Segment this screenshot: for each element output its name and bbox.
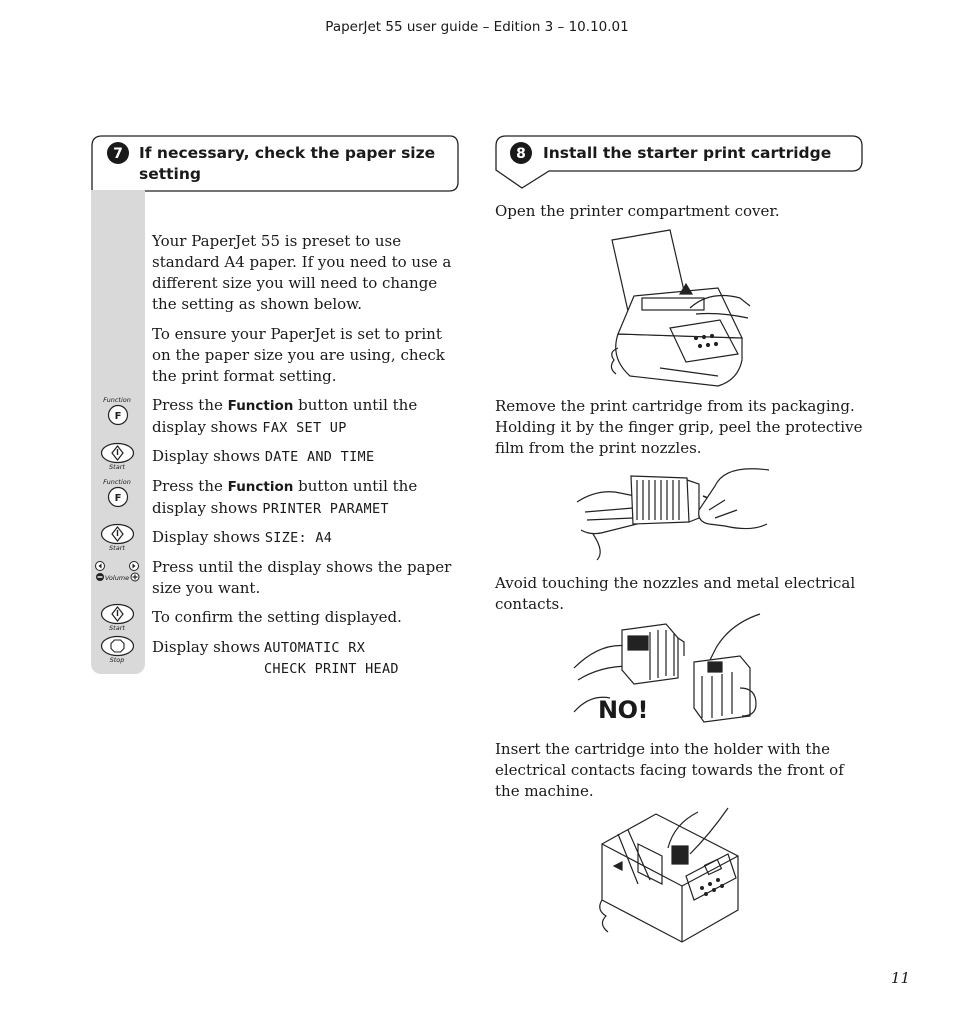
insert-cartridge-illustration — [599, 807, 739, 943]
function-button-icon[interactable]: F — [107, 404, 129, 426]
step8-heading-box — [495, 135, 863, 189]
instruction-row-7-label: Display shows — [152, 638, 261, 656]
button-sidebar — [91, 190, 145, 674]
function-label: Function — [103, 478, 131, 486]
step7-number-badge: 7 — [107, 142, 129, 164]
start-label: Start — [109, 544, 125, 552]
instruction-row-5: Press until the display shows the paper … — [152, 558, 452, 597]
start-button-icon[interactable] — [100, 603, 135, 625]
step8-paragraph-4: Insert the cartridge into the holder wit… — [495, 740, 844, 800]
stop-label: Stop — [109, 656, 125, 664]
no-warning-label: NO! — [598, 696, 648, 724]
instruction-row-6: To confirm the setting displayed. — [152, 608, 402, 626]
step8-paragraph-1: Open the printer compartment cover. — [495, 202, 780, 220]
page-header: PaperJet 55 user guide – Edition 3 – 10.… — [325, 19, 629, 35]
stop-button-icon[interactable] — [100, 635, 135, 657]
instruction-row-4: Display shows SIZE: A4 — [152, 528, 333, 546]
instruction-row-2: Display shows DATE AND TIME — [152, 447, 375, 465]
step7-heading-box — [91, 135, 459, 210]
step7-intro-2: To ensure your PaperJet is set to print … — [152, 325, 445, 385]
display-text: FAX SET UP — [262, 420, 347, 436]
step8-paragraph-3: Avoid touching the nozzles and metal ele… — [495, 574, 856, 613]
step7-intro-1: Your PaperJet 55 is preset to use standa… — [152, 232, 452, 313]
printer-open-cover-illustration — [610, 229, 751, 387]
peel-protective-film-illustration — [576, 468, 770, 561]
step8-number-badge: 8 — [510, 142, 532, 164]
step8-number: 8 — [516, 146, 526, 162]
step7-title: If necessary, check the paper size setti… — [139, 144, 436, 183]
start-button-icon[interactable] — [100, 442, 135, 464]
display-text: SIZE: A4 — [264, 530, 333, 546]
start-label: Start — [109, 624, 125, 632]
step8-paragraph-2: Remove the print cartridge from its pack… — [495, 397, 863, 457]
avoid-touching-contacts-illustration — [573, 613, 761, 723]
svg-text:F: F — [115, 493, 122, 504]
step8-title: Install the starter print cartridge — [543, 144, 832, 162]
display-text: AUTOMATIC RX — [264, 640, 366, 656]
display-text: PRINTER PARAMET — [262, 501, 389, 517]
page-number: 11 — [890, 969, 910, 987]
svg-text:F: F — [115, 411, 122, 422]
step7-number: 7 — [113, 146, 123, 162]
volume-buttons-icon[interactable] — [94, 560, 142, 582]
start-button-icon[interactable] — [100, 523, 135, 545]
instruction-row-3: Press the Function button until the disp… — [152, 477, 418, 517]
display-text: DATE AND TIME — [264, 449, 375, 465]
start-label: Start — [109, 463, 125, 471]
function-label: Function — [103, 396, 131, 404]
function-button-icon[interactable]: F — [107, 486, 129, 508]
instruction-row-1: Press the Function button until the disp… — [152, 396, 418, 436]
volume-label: Volume — [104, 574, 130, 582]
display-text: CHECK PRINT HEAD — [264, 661, 399, 677]
